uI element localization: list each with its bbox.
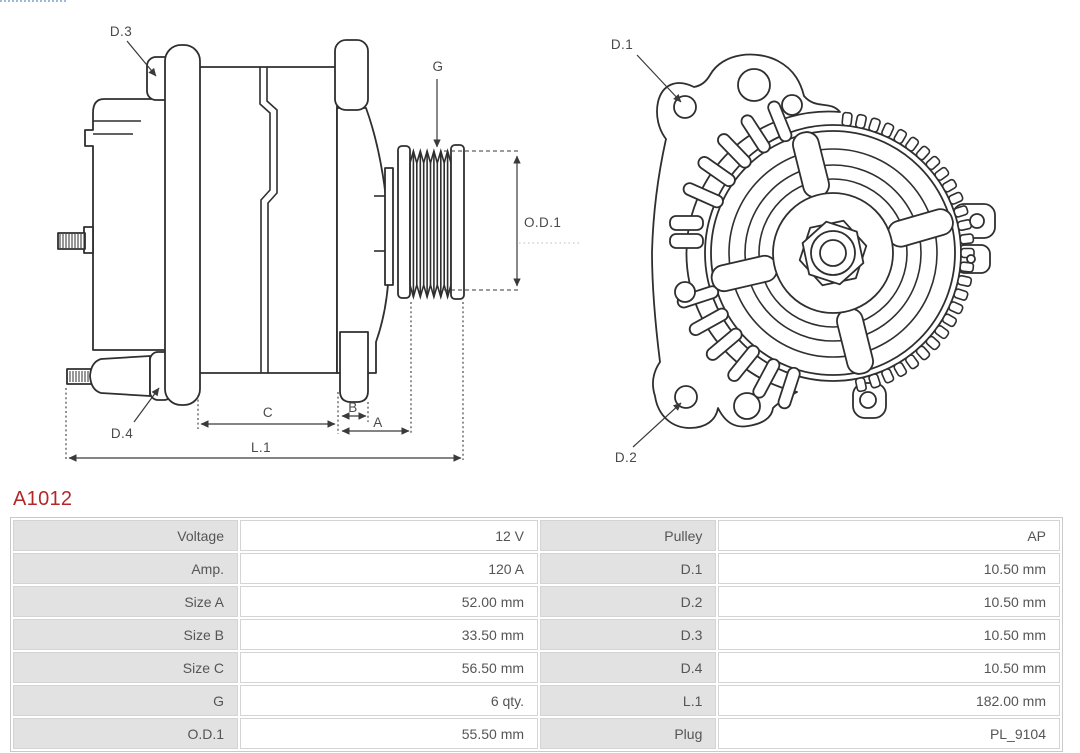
shaft-plate	[384, 167, 394, 286]
spec-value-cell: 12 V	[240, 520, 539, 551]
bracket-top-boss	[334, 39, 369, 111]
table-row: Size C 56.50 mm D.4 10.50 mm	[13, 652, 1060, 683]
label-c: C	[263, 405, 273, 420]
alternator-side-view: D.3 G O.D.1 D.4 C B A L.1	[57, 24, 581, 462]
table-row: Amp. 120 A D.1 10.50 mm	[13, 553, 1060, 584]
label-d2: D.2	[615, 450, 637, 465]
spec-label-cell: Pulley	[540, 520, 717, 551]
spec-label-cell: Size A	[13, 586, 239, 617]
spec-label-cell: Voltage	[13, 520, 239, 551]
pulley-right-flange	[450, 144, 465, 300]
spec-table: Voltage 12 V Pulley AP Amp. 120 A D.1 10…	[10, 517, 1063, 752]
technical-drawing: D.3 G O.D.1 D.4 C B A L.1	[57, 24, 996, 465]
table-row: Size B 33.50 mm D.3 10.50 mm	[13, 619, 1060, 650]
spec-label-cell: O.D.1	[13, 718, 239, 749]
label-d4: D.4	[111, 426, 133, 441]
table-row: O.D.1 55.50 mm Plug PL_9104	[13, 718, 1060, 749]
spec-label-cell: D.3	[540, 619, 717, 650]
spec-value-cell: 182.00 mm	[718, 685, 1060, 716]
stray-selection-artifact	[0, 0, 66, 4]
mounting-flange	[164, 44, 201, 406]
spec-value-cell: 56.50 mm	[240, 652, 539, 683]
rear-housing	[84, 98, 169, 351]
spec-value-cell: 52.00 mm	[240, 586, 539, 617]
pulley-left-flange	[397, 145, 411, 299]
d2-hole	[674, 385, 698, 409]
alternator-front-view: D.1 D.2	[611, 37, 996, 465]
spec-value-cell: PL_9104	[718, 718, 1060, 749]
label-d3: D.3	[110, 24, 132, 39]
mount-lug	[89, 355, 151, 397]
spec-label-cell: D.2	[540, 586, 717, 617]
label-d1: D.1	[611, 37, 633, 52]
housing-rib-teeth	[841, 111, 975, 393]
spec-value-cell: 120 A	[240, 553, 539, 584]
label-od1: O.D.1	[524, 215, 561, 230]
pulley-grooves	[409, 148, 452, 300]
label-a: A	[373, 415, 382, 430]
label-l1: L.1	[251, 440, 271, 455]
part-number: A1012	[13, 488, 73, 510]
spec-label-cell: L.1	[540, 685, 717, 716]
spec-value-cell: 10.50 mm	[718, 652, 1060, 683]
spec-label-cell: Size C	[13, 652, 239, 683]
spec-value-cell: AP	[718, 520, 1060, 551]
side-view-dimensions: D.3 G O.D.1 D.4 C B A L.1	[65, 24, 581, 462]
table-row: Size A 52.00 mm D.2 10.50 mm	[13, 586, 1060, 617]
spec-label-cell: Size B	[13, 619, 239, 650]
spec-value-cell: 10.50 mm	[718, 553, 1060, 584]
spec-label-cell: D.4	[540, 652, 717, 683]
spec-value-cell: 6 qty.	[240, 685, 539, 716]
table-row: Voltage 12 V Pulley AP	[13, 520, 1060, 551]
vent-slots	[676, 100, 801, 410]
front-view-callouts: D.1 D.2	[611, 37, 682, 465]
spec-value-cell: 55.50 mm	[240, 718, 539, 749]
spec-label-cell: G	[13, 685, 239, 716]
table-row: G 6 qty. L.1 182.00 mm	[13, 685, 1060, 716]
label-g: G	[433, 59, 444, 74]
spec-value-cell: 33.50 mm	[240, 619, 539, 650]
spec-label-cell: Amp.	[13, 553, 239, 584]
spec-value-cell: 10.50 mm	[718, 619, 1060, 650]
spec-label-cell: D.1	[540, 553, 717, 584]
spec-value-cell: 10.50 mm	[718, 586, 1060, 617]
bracket-bottom-boss	[339, 331, 369, 403]
label-b: B	[348, 400, 357, 415]
d1-hole	[673, 95, 697, 119]
spec-label-cell: Plug	[540, 718, 717, 749]
